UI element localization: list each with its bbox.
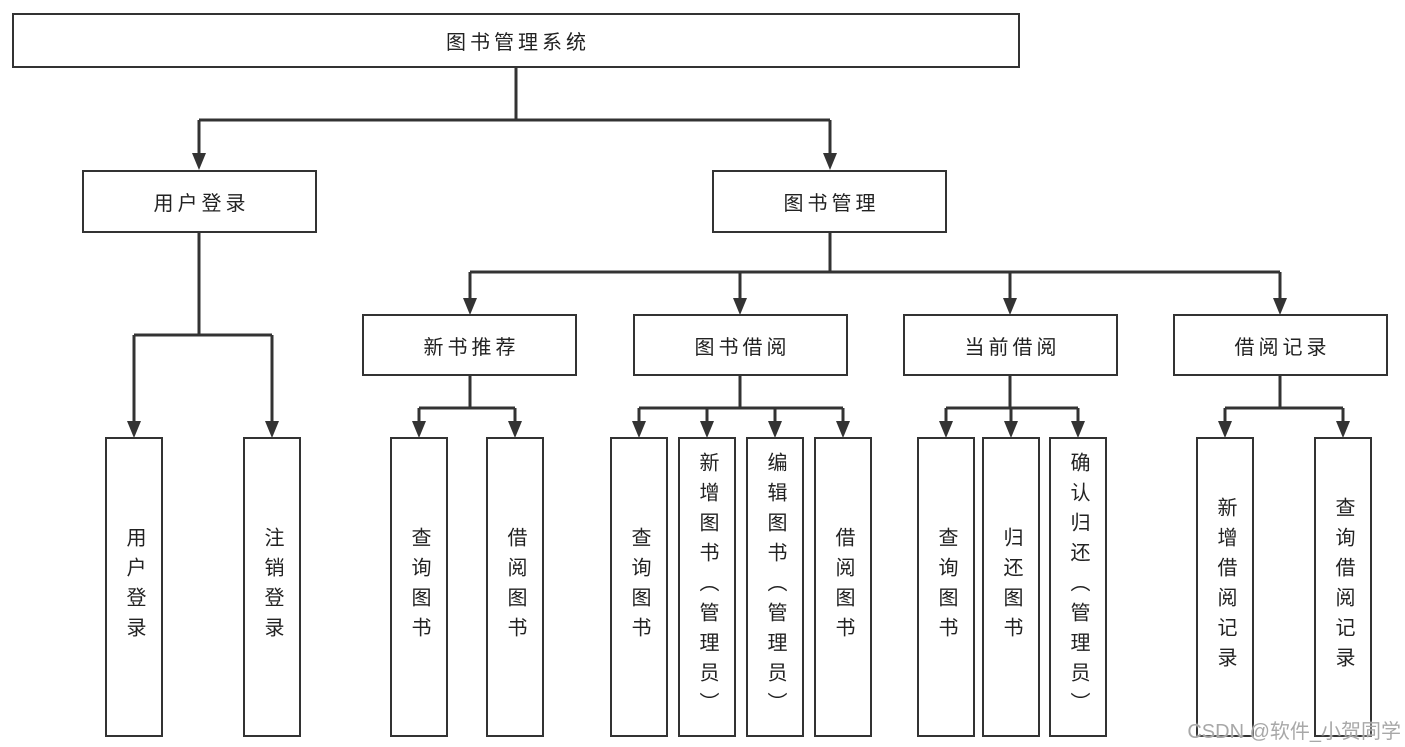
leaf-label: 查询借阅记录	[1332, 497, 1354, 677]
node-leaf-user-login: 用户登录	[105, 437, 163, 737]
connector-userlogin-to-leaves	[132, 233, 274, 422]
leaf-label: 查询图书	[408, 527, 430, 647]
node-leaf-query-books-recommend: 查询图书	[390, 437, 448, 737]
leaf-label: 归还图书	[1000, 527, 1022, 647]
connector-bookmgmt-to-level3	[468, 233, 1282, 299]
node-new-book-recommend: 新书推荐	[362, 314, 577, 376]
connector-currentborrow-to-leaves	[944, 376, 1080, 422]
node-leaf-borrow-books: 借阅图书	[814, 437, 872, 737]
leaf-label: 确认归还（管理员）	[1067, 452, 1089, 722]
leaf-label: 用户登录	[123, 527, 145, 647]
node-leaf-edit-books-admin: 编辑图书（管理员）	[746, 437, 804, 737]
node-leaf-add-books-admin: 新增图书（管理员）	[678, 437, 736, 737]
connector-newbook-to-leaves	[417, 376, 517, 422]
connector-borrowrecords-to-leaves	[1223, 376, 1345, 422]
node-leaf-logout: 注销登录	[243, 437, 301, 737]
node-leaf-confirm-return-admin: 确认归还（管理员）	[1049, 437, 1107, 737]
node-book-management: 图书管理	[712, 170, 947, 233]
node-user-login-group: 用户登录	[82, 170, 317, 233]
leaf-label: 借阅图书	[504, 527, 526, 647]
node-leaf-query-books-borrow: 查询图书	[610, 437, 668, 737]
node-leaf-borrow-books-recommend: 借阅图书	[486, 437, 544, 737]
node-borrow-records: 借阅记录	[1173, 314, 1388, 376]
leaf-label: 借阅图书	[832, 527, 854, 647]
node-leaf-query-borrow-record: 查询借阅记录	[1314, 437, 1372, 737]
node-book-borrow: 图书借阅	[633, 314, 848, 376]
node-root: 图书管理系统	[12, 13, 1020, 68]
node-current-borrow: 当前借阅	[903, 314, 1118, 376]
connector-root-to-level2	[197, 68, 832, 154]
node-leaf-add-borrow-record: 新增借阅记录	[1196, 437, 1254, 737]
csdn-watermark: CSDN @软件_小贺同学	[1187, 721, 1401, 743]
leaf-label: 注销登录	[261, 527, 283, 647]
leaf-label: 新增借阅记录	[1214, 497, 1236, 677]
leaf-label: 编辑图书（管理员）	[764, 452, 786, 722]
leaf-label: 查询图书	[628, 527, 650, 647]
leaf-label: 查询图书	[935, 527, 957, 647]
connector-bookborrow-to-leaves	[637, 376, 845, 422]
node-leaf-query-books-current: 查询图书	[917, 437, 975, 737]
leaf-label: 新增图书（管理员）	[696, 452, 718, 722]
node-leaf-return-books: 归还图书	[982, 437, 1040, 737]
